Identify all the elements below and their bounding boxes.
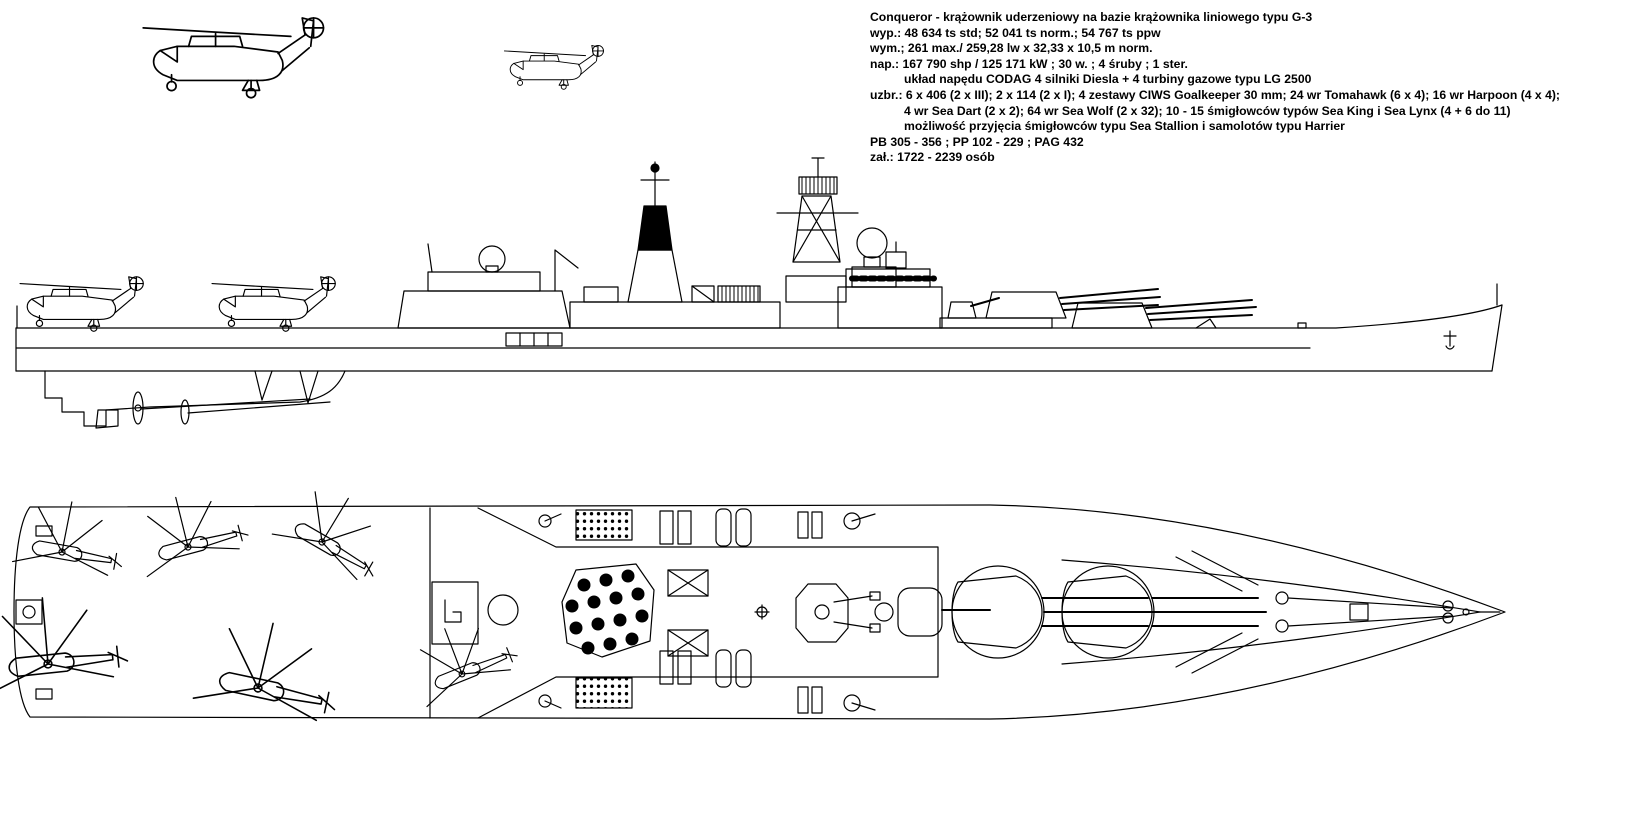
sea-wolf-vls-grids bbox=[575, 509, 633, 709]
superstructure-side bbox=[397, 243, 781, 329]
main-guns-side bbox=[939, 288, 1257, 329]
flying-helicopter-large-icon bbox=[142, 17, 325, 99]
hull-side-profile bbox=[15, 283, 1503, 372]
spec-armor: PB 305 - 356 ; PP 102 - 229 ; PAG 432 bbox=[870, 134, 1084, 149]
spec-text-block: Conqueror - krążownik uderzeniowy na baz… bbox=[870, 10, 1560, 166]
tomahawk-launchers-plan bbox=[659, 510, 692, 685]
spec-propulsion: nap.: 167 790 shp / 125 171 kW ; 30 w. ;… bbox=[870, 56, 1188, 71]
secondary-gun-turret-side bbox=[947, 301, 977, 319]
aft-radome bbox=[478, 245, 506, 273]
bow-fittings-plan bbox=[1275, 591, 1501, 633]
gun-director bbox=[885, 251, 907, 269]
spec-aviation-note: możliwość przyjęcia śmigłowców typu Sea … bbox=[904, 119, 1345, 134]
hangar-elevator-plan bbox=[431, 581, 519, 645]
turret-b-side bbox=[985, 291, 1067, 319]
propeller-inner bbox=[180, 399, 190, 425]
spec-crew: zał.: 1722 - 2239 osób bbox=[870, 150, 995, 165]
funnel-uptakes-plan bbox=[561, 563, 655, 658]
air-search-radar-antenna bbox=[798, 176, 838, 195]
top-plan-view bbox=[0, 473, 1506, 729]
flight-deck-helicopters-plan bbox=[0, 473, 523, 729]
ciws-goalkeeper-mounts-plan bbox=[538, 511, 876, 714]
ships-boats-plan bbox=[715, 508, 752, 688]
deck-hatches-plan bbox=[667, 569, 770, 657]
hull-plan-outline bbox=[13, 504, 1506, 720]
stern-plan-fittings bbox=[15, 525, 53, 700]
rudder bbox=[95, 409, 119, 429]
turret-b-plan bbox=[951, 565, 1157, 659]
side-elevation-view bbox=[15, 157, 1503, 429]
spec-armament: uzbr.: 6 x 406 (2 x III); 2 x 114 (2 x I… bbox=[870, 87, 1560, 102]
spec-propulsion-detail: układ napędu CODAG 4 silniki Diesla + 4 … bbox=[904, 72, 1312, 87]
spec-dimensions: wym.; 261 max./ 259,28 lw x 32,33 x 10,5… bbox=[870, 41, 1153, 56]
ship-title: Conqueror - krążownik uderzeniowy na baz… bbox=[870, 10, 1313, 24]
turret-a-side bbox=[1071, 302, 1153, 329]
aft-radome-plan bbox=[487, 594, 519, 626]
spec-armament-cont: 4 wr Sea Dart (2 x 2); 64 wr Sea Wolf (2… bbox=[904, 103, 1511, 118]
lattice-mainmast bbox=[776, 157, 859, 303]
underwater-stern-gear bbox=[44, 370, 346, 429]
flying-helicopter-small-icon bbox=[503, 44, 604, 90]
spec-displacement: wyp.: 48 634 ts std; 52 041 ts norm.; 54… bbox=[870, 25, 1161, 40]
forward-superstructure-side bbox=[837, 227, 943, 329]
propeller-outer bbox=[132, 391, 144, 425]
main-turrets-plan bbox=[951, 565, 1267, 659]
mack-mast bbox=[627, 161, 683, 303]
forward-radome bbox=[856, 227, 888, 259]
secondary-gun-plan bbox=[897, 587, 991, 637]
deck-parked-helicopters-side bbox=[19, 276, 336, 332]
sea-dart-launcher-plan bbox=[795, 583, 894, 643]
